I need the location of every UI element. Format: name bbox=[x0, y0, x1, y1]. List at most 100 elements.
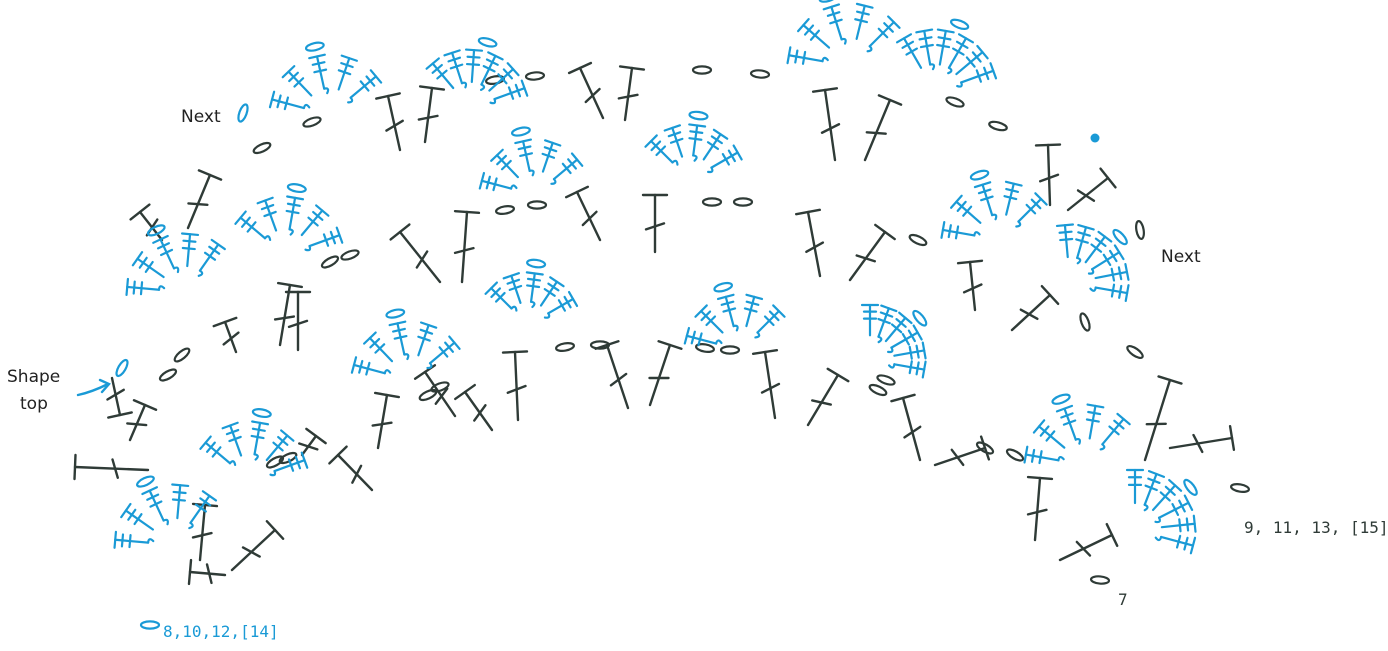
double-crochet-icon bbox=[1036, 145, 1060, 205]
dark-stitches bbox=[75, 63, 1250, 584]
chain-icon bbox=[526, 72, 545, 81]
row-number-dark-seven: 7 bbox=[1118, 590, 1128, 609]
double-crochet-icon bbox=[286, 292, 310, 350]
double-crochet-icon bbox=[329, 447, 372, 490]
double-crochet-icon bbox=[127, 400, 156, 440]
double-crochet-icon bbox=[373, 393, 399, 448]
slip-stitch-dot-icon bbox=[1091, 134, 1100, 143]
chain-icon bbox=[1126, 344, 1145, 360]
double-crochet-icon bbox=[596, 341, 628, 408]
chain-icon bbox=[527, 259, 546, 268]
chain-icon bbox=[141, 621, 159, 628]
chain-icon bbox=[173, 346, 191, 363]
shell-cluster bbox=[897, 30, 996, 87]
double-crochet-icon bbox=[808, 369, 848, 425]
chain-icon bbox=[386, 308, 405, 319]
double-crochet-icon bbox=[299, 429, 325, 455]
shell-cluster bbox=[115, 485, 216, 548]
chain-icon bbox=[1231, 483, 1250, 493]
double-crochet-icon bbox=[569, 63, 603, 118]
chain-icon bbox=[693, 66, 711, 73]
shape-top-label-line1: Shape bbox=[7, 366, 60, 388]
next-label-right: Next bbox=[1161, 246, 1201, 268]
double-crochet-icon bbox=[850, 225, 895, 280]
shell-cluster bbox=[235, 196, 342, 250]
double-crochet-icon bbox=[419, 86, 444, 142]
shape-top-label-line2: top bbox=[20, 393, 48, 415]
chain-icon bbox=[970, 169, 989, 181]
double-crochet-icon bbox=[958, 261, 982, 310]
shell-cluster bbox=[645, 124, 741, 172]
double-crochet-icon bbox=[1060, 524, 1117, 560]
double-crochet-icon bbox=[376, 93, 402, 150]
chain-icon bbox=[114, 358, 129, 377]
chain-icon bbox=[237, 103, 250, 122]
shell-cluster bbox=[200, 421, 307, 475]
double-crochet-icon bbox=[391, 225, 440, 282]
double-crochet-icon bbox=[455, 385, 492, 430]
chain-icon bbox=[876, 374, 895, 387]
chain-icon bbox=[868, 383, 887, 397]
double-crochet-icon bbox=[455, 211, 479, 282]
chain-icon bbox=[703, 198, 721, 205]
chain-icon bbox=[1111, 228, 1128, 246]
double-crochet-icon bbox=[796, 210, 823, 276]
chain-icon bbox=[287, 183, 306, 193]
double-crochet-icon bbox=[188, 170, 221, 228]
double-crochet-icon bbox=[566, 187, 600, 240]
shell-cluster bbox=[862, 305, 926, 377]
chain-icon bbox=[950, 18, 969, 31]
shell-cluster bbox=[941, 182, 1046, 239]
chain-icon bbox=[305, 41, 324, 52]
double-crochet-icon bbox=[189, 560, 225, 584]
double-crochet-icon bbox=[650, 341, 682, 405]
chain-icon bbox=[734, 198, 752, 205]
shell-cluster bbox=[486, 272, 577, 317]
chain-icon bbox=[1135, 221, 1145, 240]
double-crochet-icon bbox=[1012, 286, 1058, 330]
double-crochet-icon bbox=[503, 351, 527, 420]
chain-icon bbox=[988, 120, 1007, 132]
chain-icon bbox=[528, 201, 546, 208]
double-crochet-icon bbox=[1170, 426, 1234, 452]
double-crochet-icon bbox=[813, 88, 839, 160]
double-crochet-icon bbox=[107, 378, 131, 418]
chain-icon bbox=[689, 111, 708, 120]
chain-icon bbox=[158, 367, 177, 382]
chain-icon bbox=[945, 96, 964, 109]
chain-icon bbox=[556, 342, 575, 352]
chain-icon bbox=[511, 126, 530, 137]
chain-icon bbox=[1091, 576, 1110, 585]
chain-icon bbox=[1182, 478, 1199, 497]
chain-icon bbox=[908, 233, 927, 247]
chain-icon bbox=[252, 141, 271, 155]
chain-icon bbox=[1079, 312, 1092, 331]
double-crochet-icon bbox=[643, 195, 667, 252]
chain-icon bbox=[721, 346, 739, 353]
shell-cluster bbox=[270, 55, 381, 109]
shell-cluster bbox=[127, 234, 225, 295]
chain-icon bbox=[496, 205, 515, 215]
double-crochet-icon bbox=[232, 521, 283, 570]
double-crochet-icon bbox=[619, 66, 644, 120]
double-crochet-icon bbox=[75, 455, 148, 479]
start-arrow-icon bbox=[78, 380, 109, 395]
row-number-dark-odd: 9, 11, 13, [15] bbox=[1244, 518, 1388, 537]
double-crochet-icon bbox=[1028, 477, 1052, 540]
chain-icon bbox=[418, 388, 437, 402]
shell-cluster bbox=[427, 50, 528, 104]
chain-icon bbox=[751, 70, 770, 79]
chain-icon bbox=[714, 281, 733, 293]
next-label-top: Next bbox=[181, 106, 221, 128]
shell-cluster bbox=[480, 140, 582, 191]
chain-icon bbox=[302, 116, 321, 129]
chain-icon bbox=[1005, 447, 1024, 462]
chain-icon bbox=[136, 474, 155, 488]
shell-cluster bbox=[1057, 225, 1129, 301]
double-crochet-icon bbox=[1068, 169, 1115, 210]
double-crochet-icon bbox=[865, 95, 901, 160]
chain-icon bbox=[252, 408, 271, 418]
double-crochet-icon bbox=[753, 350, 779, 418]
